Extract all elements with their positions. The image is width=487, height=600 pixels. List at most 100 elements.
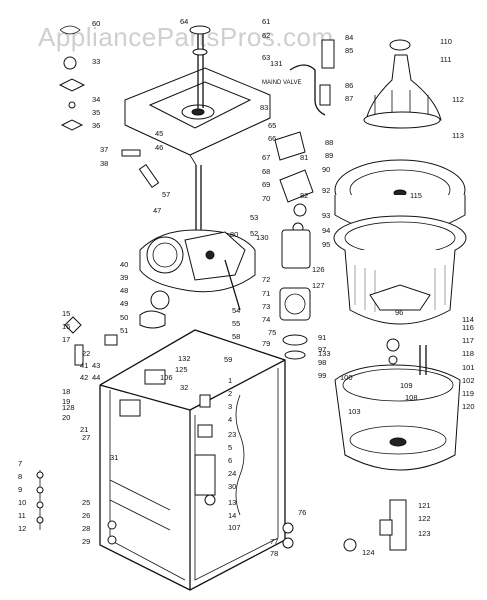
callout: 79	[262, 339, 270, 348]
callout: 85	[345, 46, 353, 55]
transmission-plate-assembly	[124, 25, 271, 189]
callout: 15	[62, 309, 70, 318]
pump-and-motor	[279, 229, 427, 375]
callout: 90	[322, 165, 330, 174]
callout: 114	[462, 315, 474, 324]
callout: 73	[262, 302, 270, 311]
callout: 128	[62, 403, 75, 412]
callout: 1	[228, 376, 232, 385]
callout: 7	[18, 459, 22, 468]
callout: 8	[18, 472, 22, 481]
callout: 16	[62, 322, 70, 331]
callout: 23	[228, 430, 236, 439]
gearcase-assembly	[139, 165, 256, 329]
callout: 30	[228, 482, 236, 491]
callout: 66	[268, 134, 276, 143]
callout: 77	[270, 537, 278, 546]
callout: 48	[120, 286, 128, 295]
callout: 57	[162, 190, 170, 199]
callout: 96	[395, 308, 403, 317]
callout: 11	[18, 511, 26, 520]
watermark: AppliancePartsPros.com	[38, 22, 334, 52]
valve-hose-group	[274, 39, 335, 234]
callout: 54	[232, 306, 240, 315]
callout: 6	[228, 456, 232, 465]
callout: 27	[82, 433, 90, 442]
callout: 36	[92, 121, 100, 130]
callout: 34	[92, 95, 100, 104]
callout: 69	[262, 180, 270, 189]
callout: 108	[405, 393, 418, 402]
callout: 68	[262, 167, 270, 176]
callout: 50	[120, 313, 128, 322]
callout: 65	[268, 121, 276, 130]
callout: 49	[120, 299, 128, 308]
callout: 4	[228, 415, 232, 424]
callout-labels: 64 61 62 63 60 33 34 35 36 37 38 45 46 5…	[18, 17, 475, 558]
callout: 118	[462, 349, 474, 358]
callout: 5	[228, 443, 232, 452]
callout: 76	[298, 508, 306, 517]
callout: 52	[250, 229, 258, 238]
callout: 20	[62, 413, 70, 422]
callout: 32	[180, 383, 188, 392]
callout: 38	[100, 159, 108, 168]
cabinet-frame	[99, 329, 286, 591]
callout: 97	[318, 345, 326, 354]
callout: 89	[325, 151, 333, 160]
callout: 55	[232, 319, 240, 328]
callout: 110	[440, 37, 452, 46]
callout: 119	[462, 389, 474, 398]
callout: 113	[452, 131, 464, 140]
callout: 117	[462, 336, 474, 345]
callout: 86	[345, 81, 353, 90]
callout: 17	[62, 335, 70, 344]
callout: 62	[262, 31, 270, 40]
callout: 72	[262, 275, 270, 284]
callout: 131	[270, 59, 283, 68]
callout: 124	[362, 548, 375, 557]
callout: 40	[120, 260, 128, 269]
callout: 58	[232, 332, 240, 341]
callout: 78	[270, 549, 278, 558]
callout: 74	[262, 315, 270, 324]
callout: 41	[80, 361, 88, 370]
callout: 3	[228, 402, 232, 411]
callout: 25	[82, 498, 90, 507]
callout: 26	[82, 511, 90, 520]
callout: 100	[340, 373, 353, 382]
callout: 103	[348, 407, 361, 416]
callout: 47	[153, 206, 161, 215]
callout: 125	[175, 365, 188, 374]
callout: 112	[452, 95, 464, 104]
callout: 31	[110, 453, 118, 462]
callout: 92	[322, 186, 330, 195]
callout: 28	[82, 524, 90, 533]
callout: 14	[228, 511, 236, 520]
callout: 2	[228, 389, 232, 398]
callout: 93	[322, 211, 330, 220]
callout: 121	[418, 501, 431, 510]
callout: 21	[80, 425, 88, 434]
callout: 46	[155, 143, 163, 152]
callout: 45	[155, 129, 163, 138]
spin-basket	[333, 159, 467, 325]
callout: 43	[92, 361, 100, 370]
callout: 84	[345, 33, 353, 42]
callout: 67	[262, 153, 270, 162]
callout: 60	[92, 19, 100, 28]
callout: 102	[462, 376, 475, 385]
callout: 10	[18, 498, 26, 507]
callout: 116	[462, 323, 474, 332]
callout: 24	[228, 469, 236, 478]
callout: 39	[120, 273, 128, 282]
callout: 106	[160, 373, 173, 382]
callout: 99	[318, 371, 326, 380]
callout: 18	[62, 387, 70, 396]
callout: 130	[256, 233, 269, 242]
callout: 35	[92, 108, 100, 117]
outer-tub	[334, 364, 461, 552]
valve-label: MAIND VALVE	[262, 80, 301, 86]
callout: 91	[318, 333, 326, 342]
